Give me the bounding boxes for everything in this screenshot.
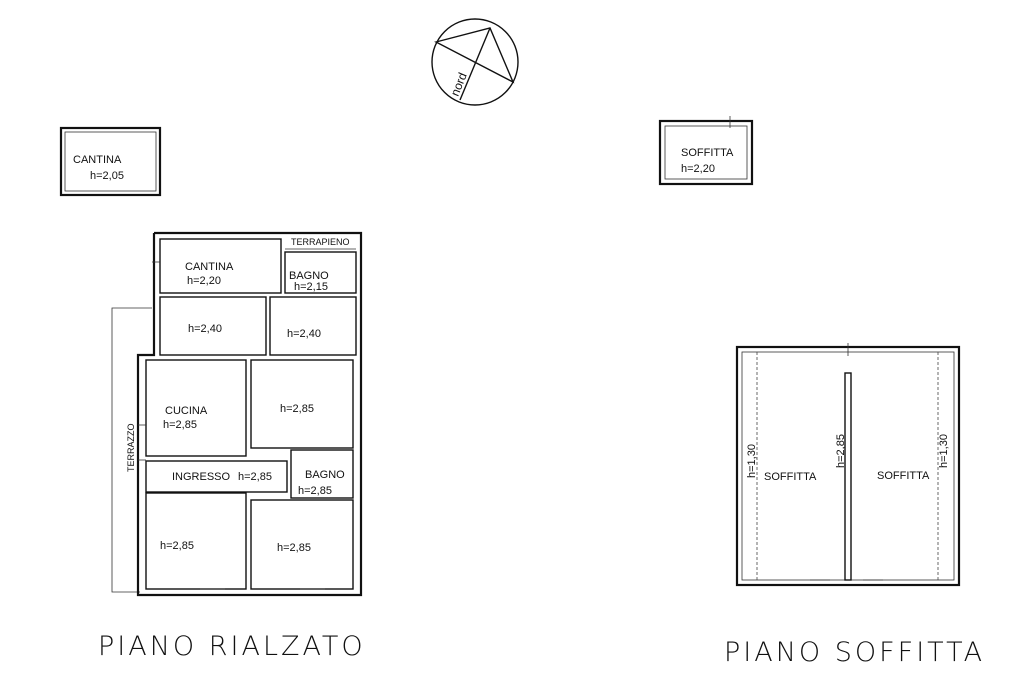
rialzato-outer-walls bbox=[136, 231, 363, 597]
terrapieno-label: TERRAPIENO bbox=[291, 237, 350, 247]
piano-soffitta-plan: h=1,30 h=2,85 h=1,30 SOFFITTA SOFFITTA bbox=[735, 343, 961, 587]
detached-cantina-inner bbox=[64, 131, 157, 192]
detached-soffitta-inner bbox=[664, 125, 748, 180]
compass-circle bbox=[431, 18, 519, 106]
soffitta-left-name: SOFFITTA bbox=[764, 471, 817, 483]
bagno-top-height: h=2,15 bbox=[294, 281, 328, 293]
terrazzo-label: TERRAZZO bbox=[126, 424, 136, 473]
cantina-height: h=2,20 bbox=[187, 275, 221, 287]
piano-rialzato-title: PIANO RIALZATO bbox=[98, 631, 366, 662]
room-bagno-top bbox=[284, 251, 357, 294]
compass-needle bbox=[459, 27, 491, 101]
room-b bbox=[269, 296, 357, 356]
room-cantina bbox=[159, 238, 282, 294]
north-compass: nord bbox=[431, 18, 519, 106]
piano-rialzato-plan: TERRAZZO TERRAPIENO CANTINA h=2,20 BAGNO… bbox=[111, 231, 363, 597]
soffitta-inner-walls bbox=[741, 351, 955, 581]
detached-cantina-height: h=2,05 bbox=[90, 170, 124, 182]
ingresso-name: INGRESSO bbox=[172, 471, 231, 483]
room-b-height: h=2,40 bbox=[287, 328, 321, 340]
soffitta-right-name: SOFFITTA bbox=[877, 470, 930, 482]
bagno-top-name: BAGNO bbox=[289, 270, 329, 282]
soffitta-center-wall bbox=[844, 372, 852, 581]
cucina-height: h=2,85 bbox=[163, 419, 197, 431]
room-ingresso bbox=[145, 460, 288, 493]
room-d-height: h=2,85 bbox=[160, 540, 194, 552]
terrazzo-outline bbox=[111, 307, 152, 593]
room-a-height: h=2,40 bbox=[188, 323, 222, 335]
room-a bbox=[159, 296, 267, 356]
bagno-name: BAGNO bbox=[305, 469, 345, 481]
room-cucina bbox=[145, 359, 247, 457]
detached-soffitta-walls bbox=[658, 119, 754, 186]
detached-soffitta-name: SOFFITTA bbox=[681, 147, 734, 159]
detached-soffitta: SOFFITTA h=2,20 bbox=[658, 116, 754, 186]
room-c bbox=[250, 359, 354, 449]
compass-arrow-icon bbox=[434, 27, 515, 84]
soffitta-outer-walls bbox=[735, 345, 961, 587]
soffitta-left-edge-height: h=1,30 bbox=[746, 444, 758, 478]
detached-cantina: CANTINA h=2,05 bbox=[59, 126, 162, 197]
room-e-height: h=2,85 bbox=[277, 542, 311, 554]
room-c-height: h=2,85 bbox=[280, 403, 314, 415]
ingresso-height: h=2,85 bbox=[238, 471, 272, 483]
cantina-name: CANTINA bbox=[185, 261, 234, 273]
room-d bbox=[145, 492, 247, 590]
cucina-name: CUCINA bbox=[165, 405, 208, 417]
detached-cantina-walls bbox=[59, 126, 162, 197]
detached-soffitta-height: h=2,20 bbox=[681, 163, 715, 175]
room-bagno bbox=[290, 449, 354, 499]
detached-cantina-name: CANTINA bbox=[73, 154, 122, 166]
piano-soffitta-title: PIANO SOFFITTA bbox=[724, 637, 985, 668]
soffitta-right-edge-height: h=1,30 bbox=[938, 434, 950, 468]
soffitta-center-height: h=2,85 bbox=[835, 434, 847, 468]
bagno-height: h=2,85 bbox=[298, 485, 332, 497]
